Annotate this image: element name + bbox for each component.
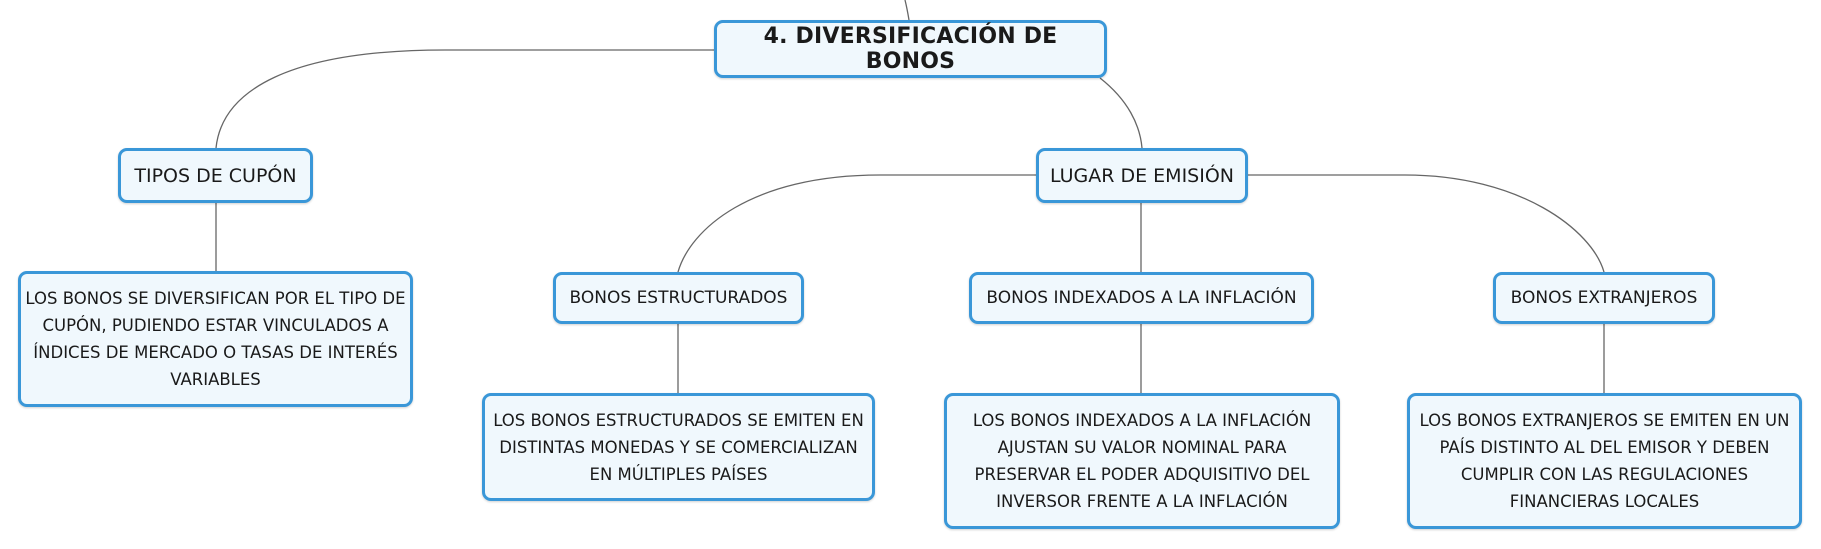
root-topic[interactable]: 4. DIVERSIFICACIÓN DE BONOS — [714, 20, 1107, 78]
topic-bonos-indexados-label: BONOS INDEXADOS A LA INFLACIÓN — [986, 288, 1297, 308]
topic-bonos-extranjeros[interactable]: BONOS EXTRANJEROS — [1493, 272, 1715, 324]
topic-lugar-emision[interactable]: LUGAR DE EMISIÓN — [1036, 148, 1248, 203]
connector-lugar-to-estructurados — [677, 174, 1037, 273]
root-topic-label: 4. DIVERSIFICACIÓN DE BONOS — [763, 24, 1058, 74]
topic-tipos-cupon-description-text: LOS BONOS SE DIVERSIFICAN POR EL TIPO DE… — [25, 289, 406, 389]
topic-tipos-cupon[interactable]: TIPOS DE CUPÓN — [118, 148, 313, 203]
connector-root-to-tipos-cupon — [215, 49, 714, 149]
connector-lugar-to-extranjeros — [1247, 174, 1605, 273]
topic-bonos-estructurados-description-text: LOS BONOS ESTRUCTURADOS SE EMITEN EN DIS… — [493, 410, 864, 484]
topic-bonos-indexados[interactable]: BONOS INDEXADOS A LA INFLACIÓN — [969, 272, 1314, 324]
topic-lugar-emision-label: LUGAR DE EMISIÓN — [1049, 164, 1235, 187]
topic-bonos-extranjeros-description-text: LOS BONOS EXTRANJEROS SE EMITEN EN UN PA… — [1419, 411, 1790, 511]
topic-bonos-indexados-description[interactable]: LOS BONOS INDEXADOS A LA INFLACIÓN AJUST… — [944, 393, 1340, 529]
topic-bonos-estructurados-label: BONOS ESTRUCTURADOS — [569, 288, 788, 308]
topic-tipos-cupon-label: TIPOS DE CUPÓN — [134, 164, 297, 187]
topic-bonos-extranjeros-label: BONOS EXTRANJEROS — [1510, 288, 1698, 308]
connector-root-to-lugar-emision — [1099, 77, 1143, 149]
topic-bonos-extranjeros-description[interactable]: LOS BONOS EXTRANJEROS SE EMITEN EN UN PA… — [1407, 393, 1802, 529]
topic-tipos-cupon-description[interactable]: LOS BONOS SE DIVERSIFICAN POR EL TIPO DE… — [18, 271, 413, 407]
topic-bonos-estructurados-description[interactable]: LOS BONOS ESTRUCTURADOS SE EMITEN EN DIS… — [482, 393, 875, 501]
topic-bonos-indexados-description-text: LOS BONOS INDEXADOS A LA INFLACIÓN AJUST… — [972, 411, 1312, 511]
connector-incoming-root — [904, 0, 910, 21]
topic-bonos-estructurados[interactable]: BONOS ESTRUCTURADOS — [553, 272, 804, 324]
